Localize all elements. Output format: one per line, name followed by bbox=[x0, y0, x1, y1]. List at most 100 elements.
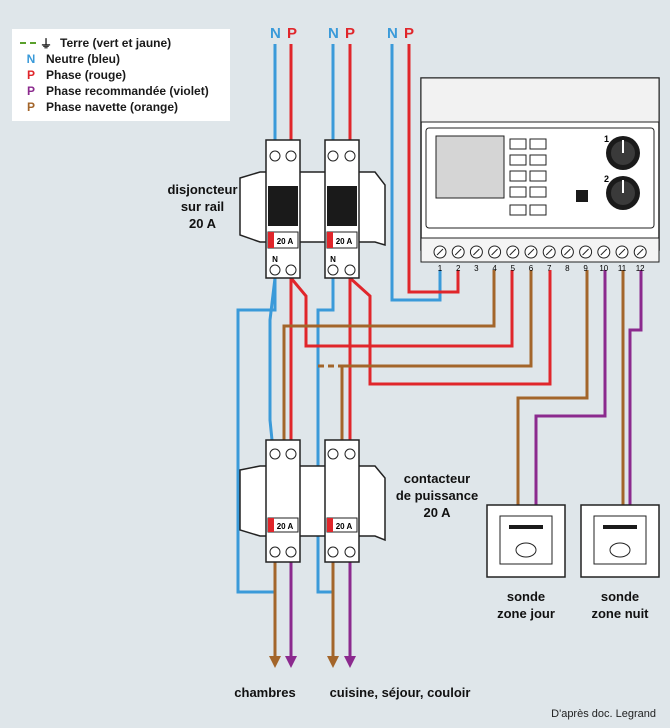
mode-button-2[interactable] bbox=[529, 138, 547, 150]
wire-sensor-day-b bbox=[534, 270, 607, 505]
mode-button-1[interactable] bbox=[509, 138, 527, 150]
terminal-number-4: 4 bbox=[492, 264, 497, 273]
terminal-slot-11 bbox=[618, 248, 626, 256]
breaker-caption-l2: sur rail bbox=[180, 199, 225, 214]
sensor-night-caption-l1: sonde bbox=[600, 589, 640, 604]
wire-sensor-night-b bbox=[628, 270, 643, 505]
terminal-number-2: 2 bbox=[456, 264, 461, 273]
breaker-1: 20 A N bbox=[265, 139, 301, 279]
contactor-caption: contacteur de puissance 20 A bbox=[382, 470, 492, 521]
terminal-slot-3 bbox=[473, 248, 480, 256]
wire-phase-terminal-5 bbox=[289, 270, 514, 348]
supply-p-3: P bbox=[404, 25, 414, 42]
legend-phase-cmd: P Phase recommandée (violet) bbox=[20, 83, 209, 99]
wire-phase-terminal-7 bbox=[348, 270, 552, 386]
contactor-1-rating: 20 A bbox=[277, 522, 294, 531]
breaker-1-screw-4 bbox=[285, 264, 297, 276]
terminal-slot-8 bbox=[564, 248, 571, 256]
legend-ground: ⏚ Terre (vert et jaune) bbox=[20, 35, 171, 51]
controller-reset-button[interactable] bbox=[576, 190, 588, 202]
terminal-slot-12 bbox=[636, 248, 644, 256]
contactor-caption-l2: de puissance bbox=[395, 488, 479, 503]
legend-phase-nav-label: Phase navette (orange) bbox=[46, 100, 179, 114]
breaker-1-red bbox=[268, 232, 274, 248]
terminal-number-1: 1 bbox=[438, 264, 443, 273]
mode-button-6[interactable] bbox=[529, 170, 547, 182]
sensor-day-slot bbox=[509, 525, 543, 529]
terminal-number-11: 11 bbox=[618, 264, 627, 273]
dial-2-label: 2 bbox=[604, 174, 609, 184]
terminal-number-9: 9 bbox=[583, 264, 588, 273]
terminal-slot-5 bbox=[509, 248, 517, 256]
controller-display bbox=[435, 135, 505, 199]
terminal-number-7: 7 bbox=[547, 264, 552, 273]
sensor-night bbox=[580, 504, 660, 578]
terminal-slot-4 bbox=[491, 248, 498, 256]
neutral-symbol: N bbox=[26, 52, 36, 66]
mode-button-3[interactable] bbox=[509, 154, 527, 166]
mode-button-10[interactable] bbox=[529, 204, 547, 216]
terminal-slot-7 bbox=[545, 248, 553, 256]
supply-n-3: N bbox=[387, 25, 398, 42]
breaker-caption: disjoncteur sur rail 20 A bbox=[150, 181, 255, 232]
dial-1-label: 1 bbox=[604, 134, 609, 144]
wires bbox=[236, 44, 643, 660]
contactor-2-screw-4 bbox=[344, 546, 356, 558]
mode-button-9[interactable] bbox=[509, 204, 527, 216]
sensor-night-slot bbox=[603, 525, 637, 529]
terminal-slot-1 bbox=[436, 248, 444, 256]
controller-buttons bbox=[509, 138, 547, 216]
contactor-2-red bbox=[327, 518, 333, 532]
phase-nav-symbol: P bbox=[26, 100, 35, 114]
mode-button-5[interactable] bbox=[509, 170, 527, 182]
wire-phase-controller bbox=[407, 44, 460, 294]
contactor-1-screw-1 bbox=[269, 448, 281, 460]
contactor-2-rating: 20 A bbox=[336, 522, 353, 531]
output-right-caption: cuisine, séjour, couloir bbox=[329, 685, 471, 700]
arrow-out-3 bbox=[327, 656, 339, 668]
sensor-day-caption: sonde zone jour bbox=[486, 588, 566, 622]
mode-button-4[interactable] bbox=[529, 154, 547, 166]
contactor-2-screw-1 bbox=[327, 448, 339, 460]
breaker-2: 20 A N bbox=[324, 139, 360, 279]
legend-phase-cmd-label: Phase recommandée (violet) bbox=[46, 84, 209, 98]
breaker-2-screw-2 bbox=[344, 150, 356, 162]
terminal-number-6: 6 bbox=[529, 264, 534, 273]
wire-navette-1 bbox=[282, 270, 496, 440]
sensor-night-lens bbox=[609, 542, 631, 558]
legend-neutral-label: Neutre (bleu) bbox=[46, 52, 121, 66]
mode-button-8[interactable] bbox=[529, 186, 547, 198]
supply-p-1: P bbox=[287, 25, 297, 42]
ground-dash-swatch bbox=[20, 42, 36, 44]
sensor-night-caption: sonde zone nuit bbox=[580, 588, 660, 622]
breaker-2-screw-4 bbox=[344, 264, 356, 276]
legend-phase-label: Phase (rouge) bbox=[46, 68, 127, 82]
contactor-rail bbox=[239, 465, 386, 542]
wire-sensor-day-a bbox=[516, 270, 589, 505]
source-credit: D'après doc. Legrand bbox=[551, 708, 656, 720]
ground-icon: ⏚ bbox=[40, 36, 53, 51]
terminal-number-3: 3 bbox=[474, 264, 479, 273]
terminal-number-12: 12 bbox=[636, 264, 645, 273]
contactor-1-red bbox=[268, 518, 274, 532]
breaker-2-n: N bbox=[330, 255, 336, 264]
breaker-2-screw-3 bbox=[327, 264, 339, 276]
contactor-1-body bbox=[265, 439, 301, 563]
terminal-number-10: 10 bbox=[599, 264, 608, 273]
breaker-1-n: N bbox=[272, 255, 278, 264]
legend-phase: P Phase (rouge) bbox=[20, 67, 126, 83]
output-arrows bbox=[269, 656, 356, 668]
contactor-1-screw-3 bbox=[269, 546, 281, 558]
sensor-day-caption-l1: sonde bbox=[506, 589, 546, 604]
arrow-out-1 bbox=[269, 656, 281, 668]
breaker-2-screw-1 bbox=[327, 150, 339, 162]
terminal-number-5: 5 bbox=[511, 264, 516, 273]
mode-button-7[interactable] bbox=[509, 186, 527, 198]
legend-phase-nav: P Phase navette (orange) bbox=[20, 99, 178, 115]
breaker-2-red bbox=[327, 232, 333, 248]
contactor-1-screw-4 bbox=[285, 546, 297, 558]
wire-crossings bbox=[284, 324, 370, 368]
supply-labels: N P N P N P bbox=[270, 25, 414, 42]
